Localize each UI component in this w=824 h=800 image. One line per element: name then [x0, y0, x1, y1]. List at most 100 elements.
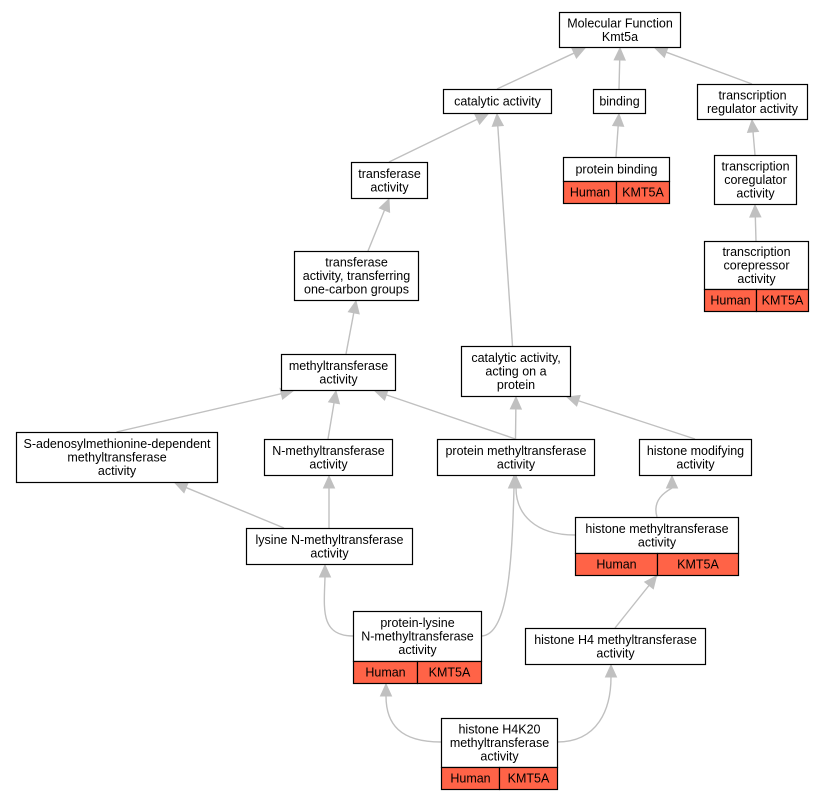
term-label-line: regulator activity: [707, 102, 799, 116]
edge-pmt-to-cap: [509, 395, 523, 440]
edge-line: [752, 131, 756, 156]
edge-tra-to-root: [653, 46, 753, 85]
term-label-line: binding: [599, 95, 639, 109]
edge-line: [655, 487, 673, 518]
edge-arrowhead: [474, 113, 490, 126]
term-label-line: activity: [370, 180, 409, 194]
edge-tcoa-to-tca: [749, 203, 762, 242]
term-node-h4k20[interactable]: histone H4K20methyltransferaseactivityHu…: [440, 717, 559, 791]
gene-cell: [615, 180, 671, 205]
edge-catalytic-to-root: [496, 47, 587, 90]
edge-line: [385, 695, 442, 743]
term-label-line: activity: [596, 646, 635, 660]
term-node-samdep[interactable]: S-adenosylmethionine-dependentmethyltran…: [15, 431, 219, 484]
edge-line: [367, 209, 386, 252]
term-node-binding[interactable]: binding: [592, 88, 647, 115]
term-label-line: methyltransferase: [450, 736, 549, 750]
term-box: [436, 438, 596, 477]
term-label-line: transferase: [325, 256, 388, 270]
term-label-line: activity: [480, 750, 519, 764]
edge-lysnmt-to-samdep: [173, 481, 285, 529]
edge-line: [386, 394, 516, 440]
term-label-line: activity: [310, 546, 349, 560]
term-box: [263, 438, 394, 477]
gene-label: KMT5A: [429, 666, 471, 680]
edge-line: [480, 487, 515, 637]
term-label-line: S-adenosylmethionine-dependent: [24, 437, 211, 451]
gene-label: KMT5A: [677, 558, 719, 572]
term-label-line: activity: [309, 457, 348, 471]
edge-arrowhead: [322, 474, 336, 489]
term-label-line: activity, transferring: [303, 269, 410, 283]
term-box: [524, 627, 707, 666]
edge-line: [556, 676, 612, 743]
term-label-line: transferase: [358, 167, 421, 181]
edge-line: [618, 59, 621, 90]
term-label-line: corepressor: [724, 259, 790, 273]
edge-h4k20-to-plnmt: [379, 682, 442, 743]
term-label-line: catalytic activity,: [471, 351, 560, 365]
edge-arrowhead: [643, 575, 658, 590]
term-label-line: protein methyltransferase: [445, 444, 586, 458]
edge-line: [578, 400, 696, 440]
edge-line: [327, 402, 335, 440]
edge-arrowhead: [327, 389, 341, 405]
term-box: [15, 431, 219, 484]
edge-line: [323, 576, 354, 637]
term-label-line: activity: [398, 643, 437, 657]
edge-line: [497, 125, 514, 347]
edge-arrowhead: [373, 389, 389, 401]
term-label-line: histone H4 methyltransferase: [534, 633, 697, 647]
term-label-line: methyltransferase: [289, 359, 388, 373]
term-box: [352, 610, 483, 663]
edge-arrowhead: [571, 47, 587, 59]
gene-label: KMT5A: [622, 186, 664, 200]
term-label-line: histone methyltransferase: [585, 522, 728, 536]
term-node-plnmt[interactable]: protein-lysineN-methyltransferaseactivit…: [352, 610, 483, 685]
term-label-line: histone H4K20: [458, 723, 540, 737]
term-box: [558, 11, 682, 49]
edge-h4mt-to-hmt: [614, 575, 658, 629]
species-label: Human: [596, 558, 636, 572]
edge-mtase-to-tocg: [345, 299, 360, 355]
term-label-line: Molecular Function: [567, 16, 673, 30]
term-label-line: methyltransferase: [67, 451, 166, 465]
term-label-line: protein: [497, 378, 535, 392]
gene-label: KMT5A: [508, 772, 550, 786]
term-box: [280, 353, 397, 392]
term-label-line: N-methyltransferase: [361, 630, 474, 644]
edge-arrowhead: [378, 197, 391, 213]
edge-tca-to-tra: [746, 118, 760, 156]
edge-arrowhead: [653, 46, 669, 59]
edge-line: [496, 52, 575, 90]
edge-arrowhead: [379, 682, 393, 697]
term-label-line: histone modifying: [647, 444, 744, 458]
term-label-line: transcription: [718, 88, 786, 102]
edge-line: [614, 584, 650, 629]
term-box: [350, 161, 429, 200]
edge-protbind-to-binding: [611, 112, 625, 158]
term-node-catalytic[interactable]: catalytic activity: [442, 88, 553, 115]
edge-nmt-to-mtase: [327, 389, 341, 440]
term-box: [293, 250, 420, 302]
term-label-line: N-methyltransferase: [272, 444, 385, 458]
edge-plnmt-to-lysnmt: [318, 563, 354, 637]
species-label: Human: [710, 294, 750, 308]
